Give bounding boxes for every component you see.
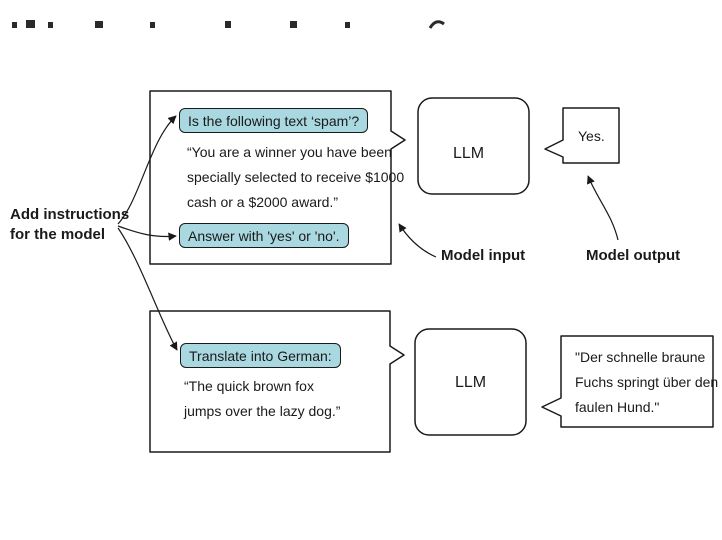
instruction-pill-answer: Answer with 'yes' or 'no'. bbox=[179, 223, 349, 248]
output-bubble-2 bbox=[541, 335, 714, 428]
annotation-model-input: Model input bbox=[441, 247, 526, 264]
arrow-to-instruction-1 bbox=[117, 115, 177, 225]
output-text-1: Yes. bbox=[578, 128, 605, 144]
input-text-line: specially selected to receive $1000 bbox=[187, 169, 405, 185]
input-text-line: cash or a $2000 award.” bbox=[187, 194, 338, 210]
cropped-title-fragments bbox=[12, 20, 445, 29]
llm-label-1: LLM bbox=[453, 145, 485, 162]
output-text-line: Fuchs springt über den bbox=[575, 374, 719, 390]
output-text-line: faulen Hund." bbox=[575, 399, 660, 415]
input-text-line: “The quick brown fox bbox=[184, 378, 314, 394]
arrow-to-answer-instruction bbox=[117, 225, 177, 241]
input-text-line: jumps over the lazy dog.” bbox=[184, 403, 341, 419]
output-text-line: "Der schnelle braune bbox=[575, 349, 706, 365]
llm-box-2 bbox=[414, 328, 527, 436]
instruction-pill-spam: Is the following text ‘spam’? bbox=[179, 108, 369, 133]
arrow-model-input bbox=[398, 223, 437, 258]
input-text-line: “You are a winner you have been bbox=[187, 144, 392, 160]
llm-box-1 bbox=[417, 97, 530, 195]
arrow-model-output bbox=[587, 175, 619, 241]
input-box-1 bbox=[149, 90, 406, 265]
annotation-model-output: Model output bbox=[586, 247, 681, 264]
instruction-pill-translate: Translate into German: bbox=[180, 343, 341, 368]
arrow-to-instruction-2 bbox=[117, 227, 178, 351]
annotation-add-instructions: Add instructions bbox=[10, 206, 130, 223]
llm-label-2: LLM bbox=[455, 374, 487, 391]
output-bubble-1 bbox=[544, 107, 620, 164]
annotation-add-instructions: for the model bbox=[10, 226, 106, 243]
